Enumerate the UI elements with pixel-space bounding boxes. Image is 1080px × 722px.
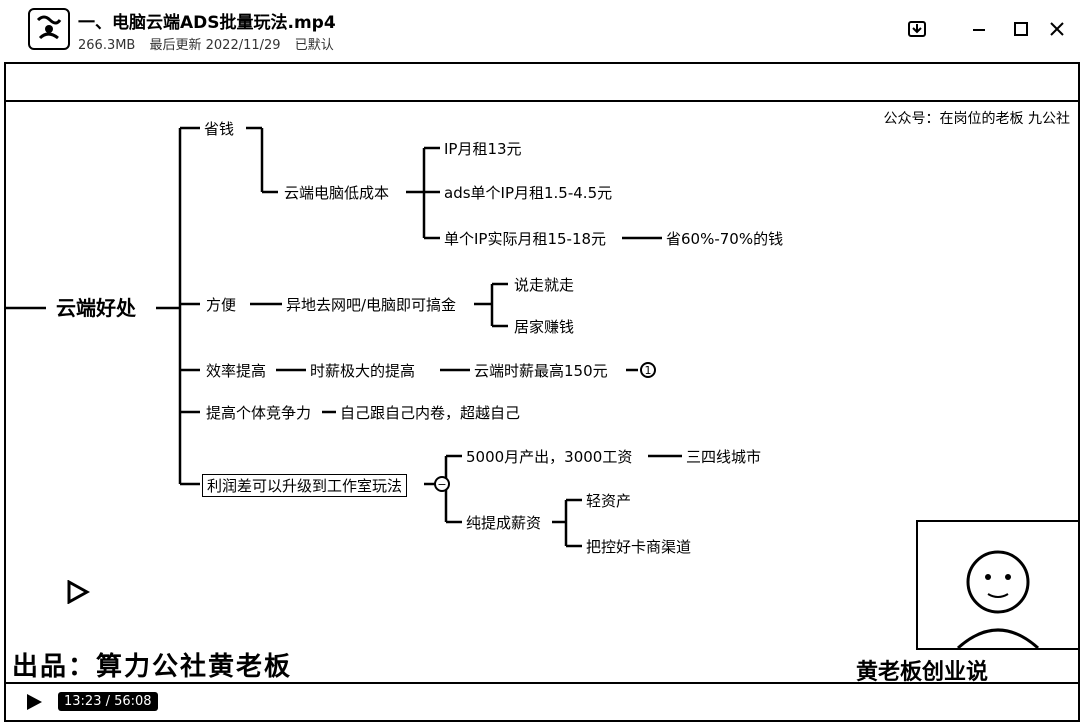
node-ip-monthly: IP月租13元 — [444, 140, 522, 158]
node-output: 5000月产出，3000工资 — [466, 448, 633, 466]
play-icon[interactable] — [24, 692, 44, 712]
file-status: 已默认 — [294, 38, 334, 53]
file-meta: 266.3MB 最后更新 2022/11/29 已默认 — [78, 34, 344, 53]
maximize-icon — [1014, 22, 1028, 36]
node-convenient: 方便 — [206, 296, 237, 314]
minimize-icon — [973, 29, 985, 31]
node-remote: 异地去网吧/电脑即可搞金 — [286, 296, 457, 314]
node-cloud-hourly: 云端时薪最高150元 — [474, 362, 608, 380]
close-button[interactable] — [1042, 14, 1072, 44]
brand-right: 黄老板创业说 — [856, 660, 989, 685]
brand-bottom: 出品：算力公社黄老板 — [12, 652, 293, 682]
node-profit: 利润差可以升级到工作室玩法 — [202, 474, 408, 497]
video-player[interactable]: 公众号：在岗位的老板 九公社 — [4, 62, 1080, 722]
node-pure: 纯提成薪资 — [466, 514, 542, 532]
video-top-bar — [6, 64, 1078, 102]
file-title: 一、电脑云端ADS批量玩法.mp4 — [78, 13, 336, 33]
node-efficiency: 效率提高 — [206, 362, 267, 380]
node-home: 居家赚钱 — [514, 318, 575, 336]
download-icon — [908, 21, 926, 37]
node-cost-parent: 省钱 — [204, 120, 235, 138]
watermark-top: 公众号：在岗位的老板 九公社 — [883, 111, 1070, 127]
title-bar: 一、电脑云端ADS批量玩法.mp4 266.3MB 最后更新 2022/11/2… — [0, 0, 1080, 58]
app-logo-icon — [28, 8, 70, 50]
node-compete: 提高个体竞争力 — [206, 404, 312, 422]
node-cost: 云端电脑低成本 — [284, 184, 390, 202]
node-single-ip: 单个IP实际月租15-18元 — [444, 230, 607, 248]
maximize-button[interactable] — [1006, 14, 1036, 44]
expand-toggle[interactable]: 1 — [640, 362, 656, 378]
node-light: 轻资产 — [586, 492, 632, 510]
mindmap-root: 云端好处 — [56, 296, 136, 320]
mindmap-connectors — [6, 126, 682, 548]
node-self-inner: 自己跟自己内卷，超越自己 — [340, 404, 521, 422]
close-icon — [1050, 22, 1064, 36]
presenter-face-icon — [956, 550, 1040, 650]
file-size: 266.3MB — [78, 38, 136, 53]
webcam-overlay — [916, 520, 1078, 650]
node-walk: 说走就走 — [514, 276, 575, 294]
cursor-icon — [67, 580, 90, 604]
node-card: 把控好卡商渠道 — [586, 538, 692, 556]
player-controls: 13:23 / 56:08 — [6, 682, 1078, 720]
node-city: 三四线城市 — [686, 448, 762, 466]
node-ads-ip: ads单个IP月租1.5-4.5元 — [444, 184, 613, 202]
node-time-boost: 时薪极大的提高 — [310, 362, 416, 380]
download-button[interactable] — [902, 14, 932, 44]
node-save: 省60%-70%的钱 — [666, 230, 784, 248]
file-updated: 最后更新 2022/11/29 — [149, 38, 281, 53]
playback-time: 13:23 / 56:08 — [58, 692, 158, 711]
minimize-button[interactable] — [964, 14, 994, 44]
collapse-toggle[interactable]: − — [434, 476, 450, 492]
